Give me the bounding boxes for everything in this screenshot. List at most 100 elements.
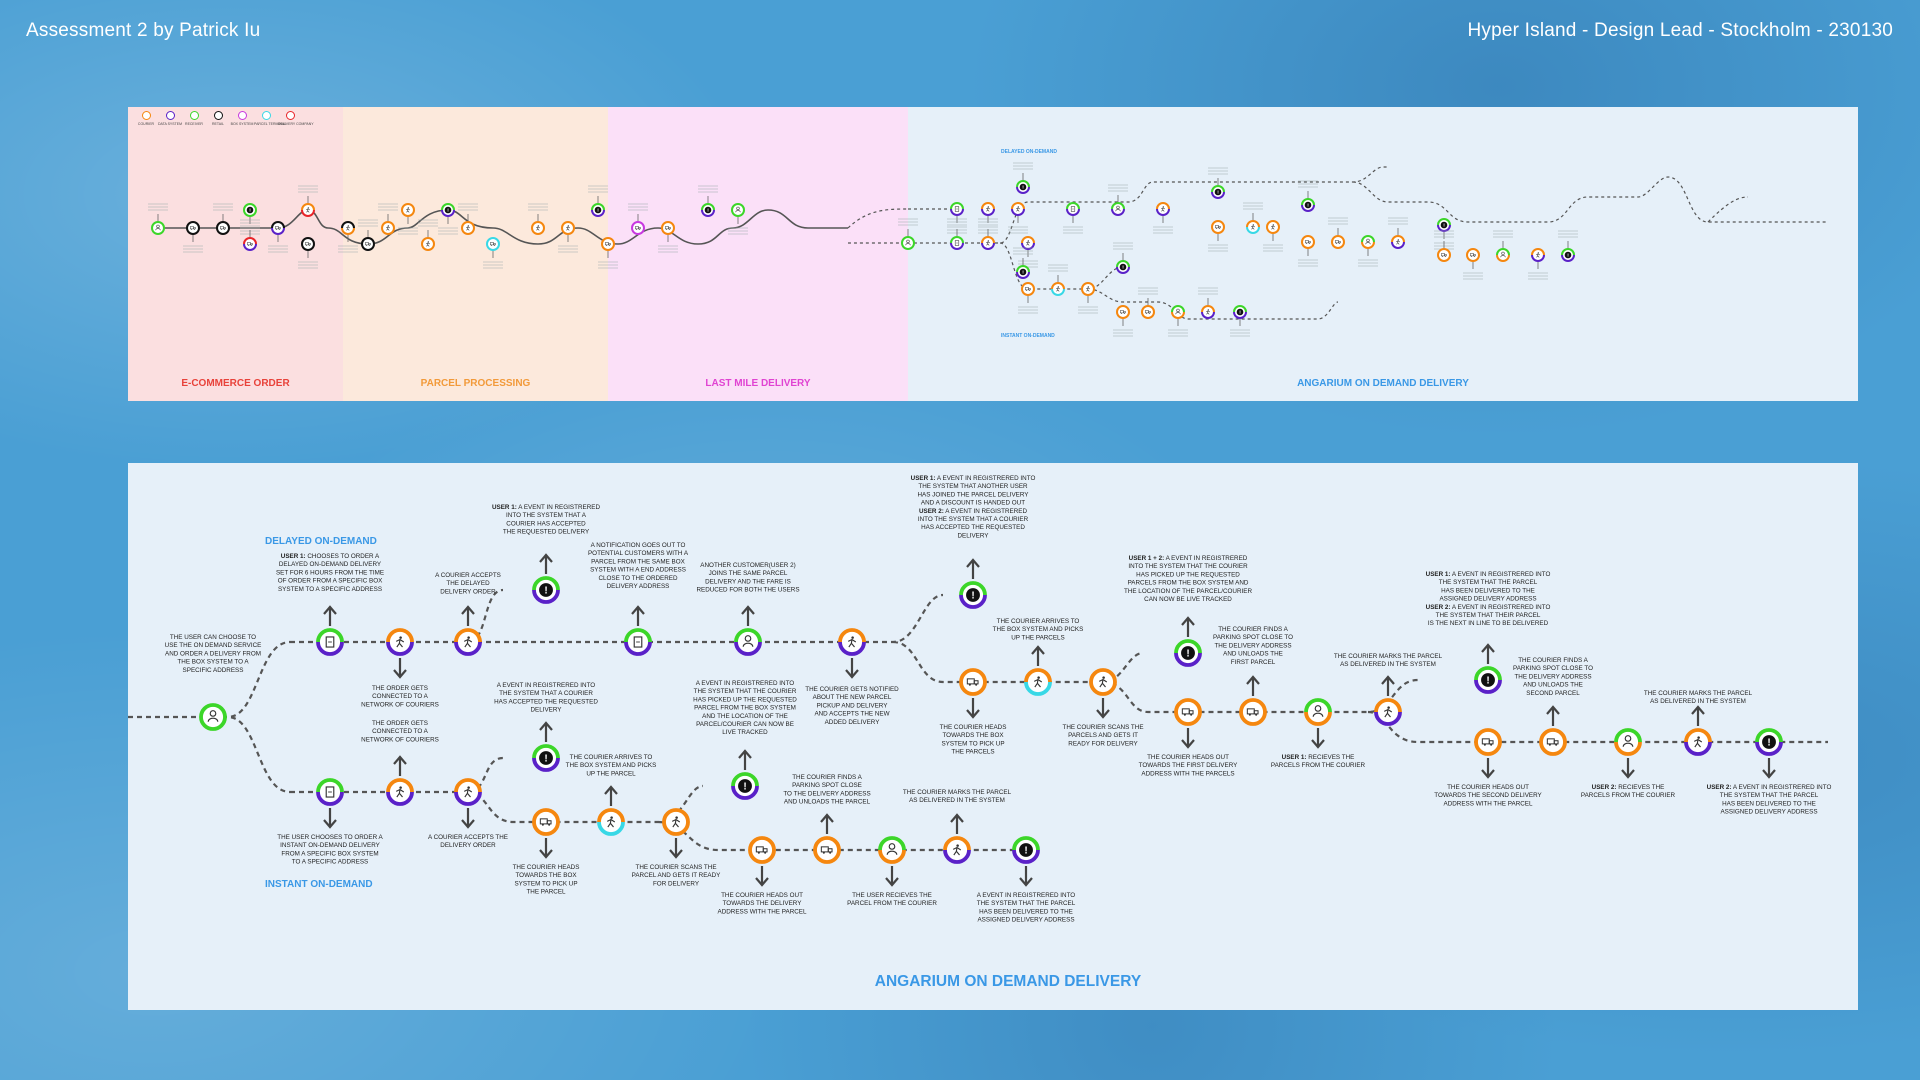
node-delayed-arrives [1024,645,1052,696]
zone-title: LAST MILE DELIVERY [705,378,811,389]
node-ring-bottom [631,227,645,235]
courier-icon [1027,240,1029,242]
truck-icon [757,851,760,854]
node-ring-bottom [216,227,230,235]
step-note-line: CAN NOW BE LIVE TRACKED [1144,596,1232,603]
node-ring-bottom [532,757,560,772]
courier-icon [406,208,410,213]
alert-icon [1019,183,1027,191]
node-delayed-event5: ! [1755,728,1783,779]
arrow-down-icon [669,849,683,859]
courier-icon [1693,738,1703,748]
node-ring-bottom [838,641,866,656]
step-note-line: THE COURIER HEADS OUT [1147,754,1229,761]
courier-icon [1033,678,1043,688]
legend-dot [141,111,151,120]
overview-node [1328,217,1348,249]
overview-node [378,203,398,235]
step-note-line: HAS BEEN DELIVERED TO THE [979,908,1073,915]
node-fill [1176,700,1200,724]
node-ring-bottom [943,849,971,864]
arrow-up-icon [820,813,834,823]
node-ring-top [532,744,560,759]
truck-icon [1029,289,1030,291]
step-note-line: THE SYSTEM THAT THE PARCEL [1439,579,1538,586]
node-ring-top [386,778,414,793]
overview-instant-label: INSTANT ON-DEMAND [1001,333,1055,339]
note-text: A EVENT IN REGISTRERED [944,508,1028,515]
node-ring-top [1437,218,1451,226]
alert-icon [444,206,452,214]
node-fill [1212,221,1224,233]
node-fill [880,838,904,862]
step-note-line: ASSIGNED DELIVERY ADDRESS [977,917,1074,924]
courier-icon [566,226,570,231]
step-note-line: ADDRESS WITH THE PARCEL [1444,800,1533,807]
step-note-line: OF ORDER FROM A SPECIFIC BOX [278,578,383,585]
user-icon [1500,255,1506,258]
overview-node [1008,202,1028,234]
alert-icon [966,588,980,602]
step-note-line: AND UNLOADS THE PARCEL [784,799,871,806]
legend-parcel-terminal: PARCEL TERMINAL [254,111,286,126]
overview-node [528,203,548,235]
alert-icon [1304,201,1312,209]
step-note-line: READY FOR DELIVERY [1068,740,1138,747]
node-fill [272,222,284,234]
node-fill [1476,730,1500,754]
legend-label: DELIVERY COMPANY [278,122,314,126]
alert-icon: ! [249,208,251,214]
step-note-line: THE SYSTEM THAT ANOTHER USER [918,483,1028,490]
user-icon [1115,209,1121,212]
node-ring-top [981,236,995,244]
user-tag: USER 2: [1426,604,1451,611]
step-note-line: HAS PICKED UP THE REQUESTED [1136,571,1240,578]
truck-icon [606,244,607,246]
user-icon [742,642,754,647]
truck-icon [975,683,978,686]
node-ring-top [950,236,964,244]
courier-icon [1383,708,1393,718]
step-note-line: THE BOX SYSTEM AND PICKS [566,762,657,769]
overview-node: ! [1013,162,1033,194]
courier-icon [1251,225,1255,230]
truck-icon [639,228,640,230]
alert-icon [246,206,254,214]
courier-icon [1102,676,1105,679]
alert-icon [1236,308,1244,316]
node-ring-top [1021,282,1035,290]
overview-node: ! [1558,230,1578,262]
overview-node [398,203,418,235]
node-ring-bottom [461,227,475,235]
node-ring-top [1211,220,1225,228]
node-ring-top [1174,698,1202,713]
step-note-line: PARKING SPOT CLOSE [792,782,862,789]
node-delayed-recv2 [1614,728,1642,779]
arrow-down-icon [966,709,980,719]
step-note-line: THE COURIER GETS NOTIFIED [805,686,899,693]
note-text: CHOOSES TO ORDER A [306,553,380,560]
node-instant-event3: ! [1012,836,1040,887]
node-ring-top [1051,282,1065,290]
step-note-line: THE PARCEL [526,889,566,896]
node-fill [1022,283,1034,295]
step-note-line: CONNECTED TO A [372,693,429,700]
node-ring-top [1116,260,1130,268]
node-ring-bottom [1331,241,1345,249]
step-note-line: HAS JOINED THE PARCEL DELIVERY [917,491,1029,498]
courier-icon [1016,207,1020,212]
node-delayed-parking1 [1239,675,1267,726]
alert-icon [1119,263,1127,271]
node-ring-top [1301,235,1315,243]
truck-icon [248,244,249,246]
step-note-line: SYSTEM TO A SPECIFIC ADDRESS [278,586,382,593]
node-instant-scans [662,808,690,859]
arrow-up-icon [1246,675,1260,685]
truck-icon [548,823,551,826]
flow-line [953,166,1828,244]
